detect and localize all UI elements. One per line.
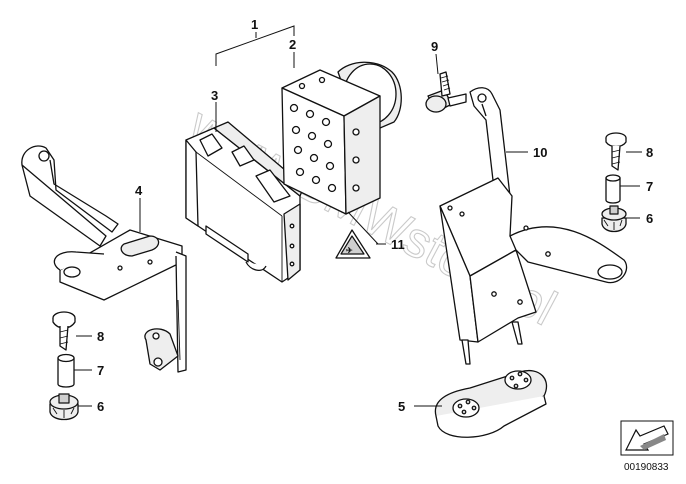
- arrow-down-left-icon[interactable]: [625, 425, 669, 451]
- callout-2: 2: [289, 37, 296, 52]
- callout-labels: 1 2 3 4 5 6 6 7 7 8 8 9 10 11: [97, 17, 653, 414]
- callout-9: 9: [431, 39, 438, 54]
- part-8-screw-right: [605, 132, 627, 171]
- part-9-rubber-mount: [425, 71, 467, 113]
- callout-7-left: 7: [97, 363, 104, 378]
- document-number: 00190833: [624, 462, 669, 473]
- part-7-sleeve-right: [605, 174, 621, 204]
- arrow-shadow: [640, 434, 666, 450]
- nav-arrow-box[interactable]: [620, 420, 674, 456]
- part-3-control-unit: [185, 121, 305, 283]
- part-2-hydraulic-unit: [281, 61, 402, 215]
- warning-triangle-icon: ✈: [346, 246, 353, 255]
- part-7-sleeve-left: [57, 353, 75, 388]
- callout-6-right: 6: [646, 211, 653, 226]
- callout-4: 4: [135, 183, 143, 198]
- callout-7-right: 7: [646, 179, 653, 194]
- callout-3: 3: [211, 88, 218, 103]
- part-6-bushing-right: [601, 205, 627, 233]
- leader-lines: [74, 25, 642, 407]
- hydraulic-ports: [289, 76, 360, 193]
- callout-11: 11: [391, 237, 405, 252]
- part-8-screw-left: [52, 311, 76, 351]
- part-11-warning-label: ✈: [335, 229, 371, 259]
- callout-1: 1: [251, 17, 258, 32]
- callout-6-left: 6: [97, 399, 104, 414]
- part-5-mount-bar: [434, 370, 548, 438]
- part-4-bracket: [21, 145, 187, 373]
- callout-8-right: 8: [646, 145, 653, 160]
- callout-5: 5: [398, 399, 405, 414]
- callout-8-left: 8: [97, 329, 104, 344]
- part-6-bushing-left: [49, 393, 79, 421]
- callout-10: 10: [533, 145, 547, 160]
- part-10-bracket: [439, 87, 628, 365]
